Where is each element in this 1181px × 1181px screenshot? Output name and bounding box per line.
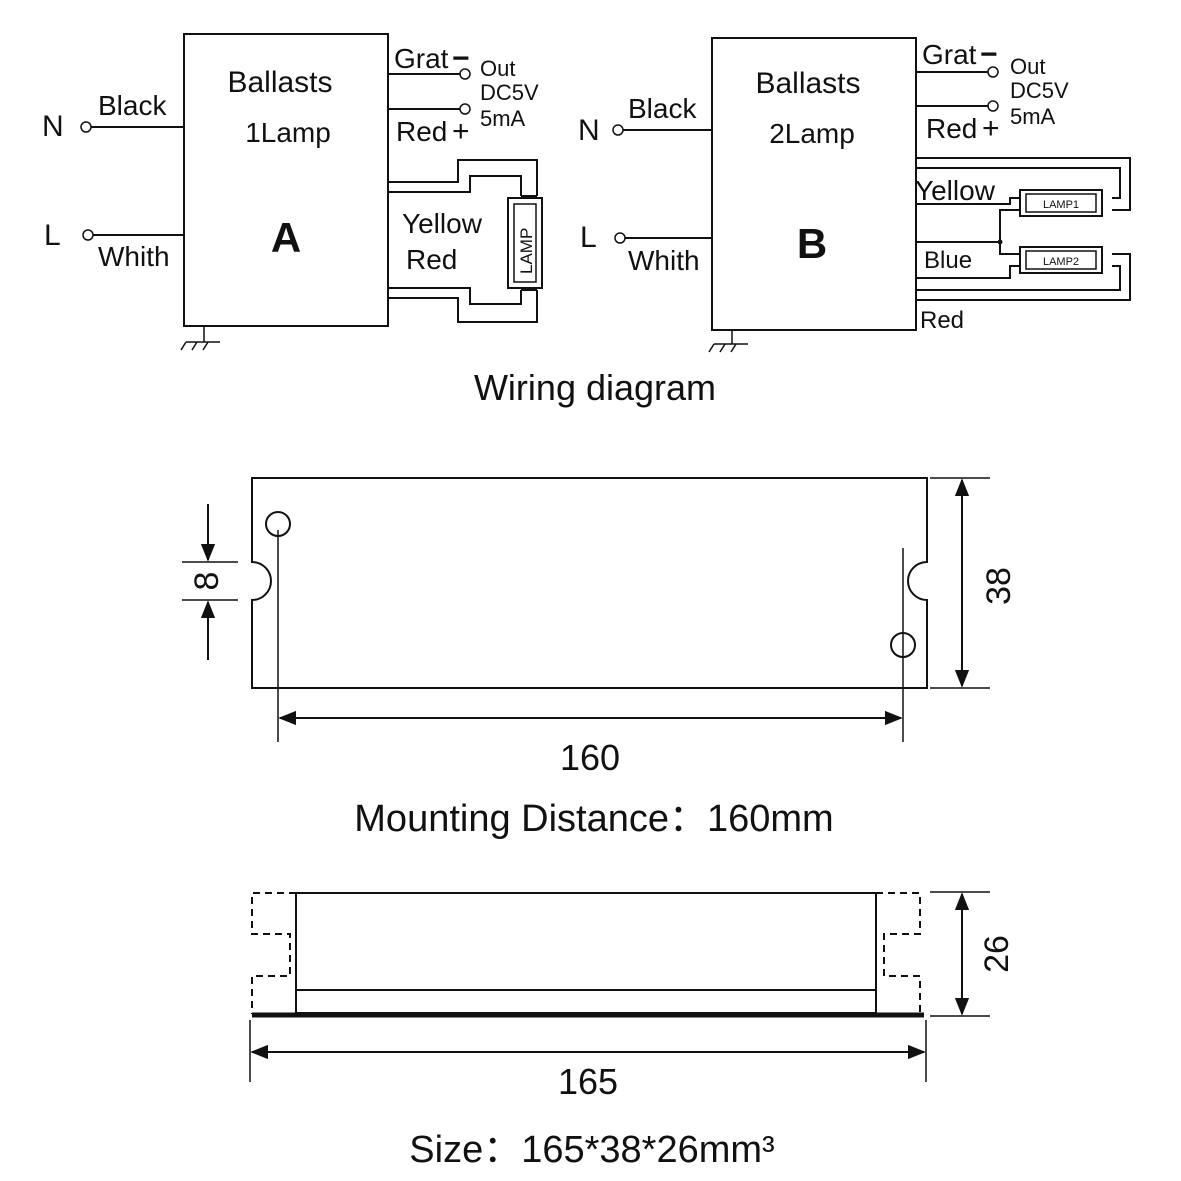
dc-label-b: DC5V [1010,78,1069,103]
ballast-body-side [295,892,877,1014]
grat-terminal-b [987,66,999,78]
n-terminal-label-a: N [42,110,64,143]
wiring-diagram-title: Wiring diagram [474,367,716,408]
lamp2-label-b: LAMP2 [1043,256,1079,268]
l-terminal-label-a: L [44,219,61,252]
out-label-a: Out [480,56,515,81]
slot-dim-label: 8 [188,572,226,591]
ballast-subtitle-a: 1Lamp [245,117,331,148]
l-terminal-a [82,229,94,241]
ground-symbol-a [180,326,220,351]
wiring-diagram-b: Ballasts 2Lamp B N Black L Whith Grat − … [578,37,1131,353]
ballast-box-b [711,37,917,331]
n-terminal-label-b: N [578,114,600,147]
ballast-letter-a: A [271,214,301,261]
grat-label-a: Grat [394,43,449,74]
grat-sign-a: − [452,42,470,75]
lamp-wiring-b [916,157,1131,301]
ballast-letter-b: B [797,220,827,267]
n-terminal-a [80,121,92,133]
l-terminal-label-b: L [580,221,597,254]
length-dim-label-side: 165 [558,1061,618,1102]
height-dim-label-top: 38 [980,567,1018,605]
yellow-wire-label-b: Yellow [915,175,996,206]
red-plus-sign-b: + [982,112,1000,145]
lamp-a [507,197,543,289]
black-wire-label-b: Black [628,93,697,124]
lamp1-label-b: LAMP1 [1043,199,1079,211]
lamp-wiring-a [388,159,538,323]
grat-label-b: Grat [922,39,977,70]
l-terminal-b [614,232,626,244]
flange-left [251,892,296,1014]
lamp1-b [1019,189,1103,217]
red-wire-label-a: Red [406,244,457,275]
ballast-title-a: Ballasts [227,66,332,99]
white-wire-label-b: Whith [628,245,700,276]
ballast-box-a [183,33,389,327]
mounting-top-view: 8 38 160 [182,477,1018,778]
dc-label-a: DC5V [480,80,539,105]
white-wire-label-a: Whith [98,241,170,272]
size-caption: Size：165*38*26mm³ [409,1129,774,1171]
red-wire-label-b: Red [920,307,964,334]
red-plus-terminal-a [459,103,471,115]
ground-symbol-b [708,330,748,353]
n-terminal-b [612,124,624,136]
blue-wire-label-b: Blue [924,247,972,274]
ma-label-b: 5mA [1010,104,1056,129]
red-plus-terminal-b [987,100,999,112]
ballast-title-b: Ballasts [755,67,860,100]
out-label-b: Out [1010,54,1045,79]
grat-terminal-a [459,68,471,80]
ma-label-a: 5mA [480,106,526,131]
lamp2-b [1019,246,1103,274]
red-plus-label-b: Red [926,113,977,144]
black-wire-label-a: Black [98,90,167,121]
yellow-wire-label-a: Yellow [402,208,483,239]
ballast-subtitle-b: 2Lamp [769,118,855,149]
wiring-diagram-a: Ballasts 1Lamp A N Black L Whith Grat − … [42,33,543,351]
size-side-view: 26 165 [249,891,1016,1102]
flange-right [876,892,921,1014]
grat-sign-b: − [980,38,998,71]
ballast-outline-top [251,477,928,689]
mounting-caption: Mounting Distance：160mm [354,798,833,840]
red-plus-sign-a: + [452,115,470,148]
length-dim-label-top: 160 [560,737,620,778]
height-dim-label-side: 26 [978,935,1016,973]
red-plus-label-a: Red [396,116,447,147]
lamp-label-a: LAMP [517,228,536,274]
